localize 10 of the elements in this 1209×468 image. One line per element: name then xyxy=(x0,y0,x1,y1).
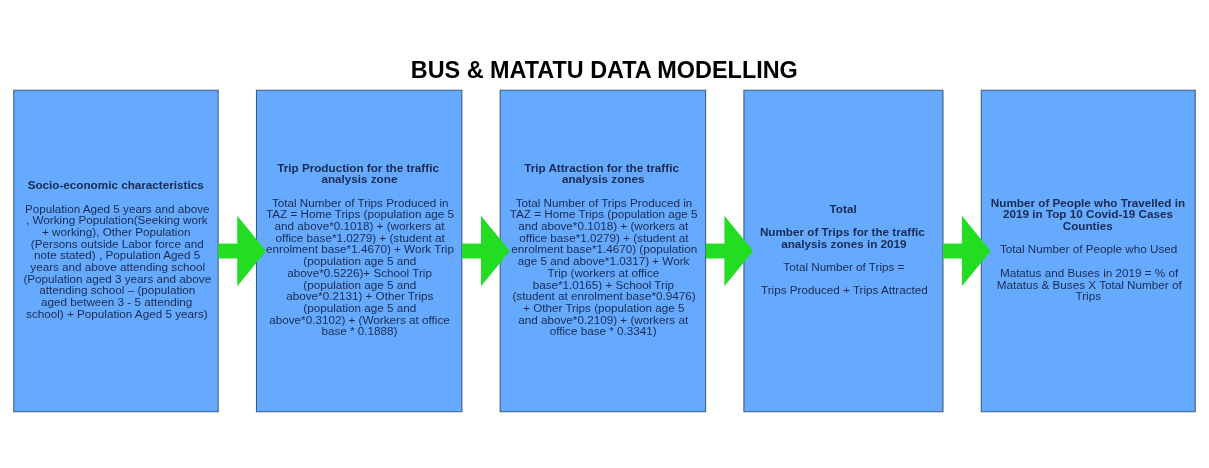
node-box: Trip Production for the traffic analysis zone Total Number of Trips Produced in TAZ = Home Trips (population age 5 and above*0.1018) + (workers at office base*1.0279) + (student at enrolment base*1.4670) + Work Trip (population age 5 and above*0.5226)+ School Trip (population age 5 and above*0.2131) + Other Trips (population age 5 and above*0.3102) + (Workers at office base * 0.1888) xyxy=(255,89,463,413)
arrow xyxy=(462,215,510,287)
node-box: Total Number of Trips for the traffic analysis zones in 2019 Total Number of Trips = Trips Produced + Trips Attracted xyxy=(743,89,944,413)
arrow xyxy=(943,215,991,287)
diagram-title: BUS & MATATU DATA MODELLING xyxy=(410,57,798,84)
node-box: Number of People who Travelled in 2019 in Top 10 Covid-19 Cases Counties Total Number of People who Used Matatus and Buses in 2019 = % of Matatus & Buses X Total Number of Trips xyxy=(980,89,1196,413)
arrow xyxy=(218,215,266,287)
node-box: Socio-economic characteristics Population Aged 5 years and above , Working Population(Seeking work + working), Other Population (Persons outside Labor force and note stated) , Population Aged 5 years and above attending school (Population aged 3 years and above attending school – (population aged between 3 - 5 attending school) + Population Aged 5 years) xyxy=(13,89,219,413)
node-box: Trip Attraction for the traffic analysis zones Total Number of Trips Produced in TAZ = Home Trips (population age 5 and above*0.1018) + (workers at office base*1.0279) + (student at enrolment base*1.4670) (population age 5 and above*1.0317) + Work Trip (workers at office base*1.0165) + School Trip (student at enrolment base*0.9476) + Other Trips (population age 5 and above*0.2109) + (workers at office base * 0.3341) xyxy=(499,89,707,413)
arrow xyxy=(705,215,754,287)
